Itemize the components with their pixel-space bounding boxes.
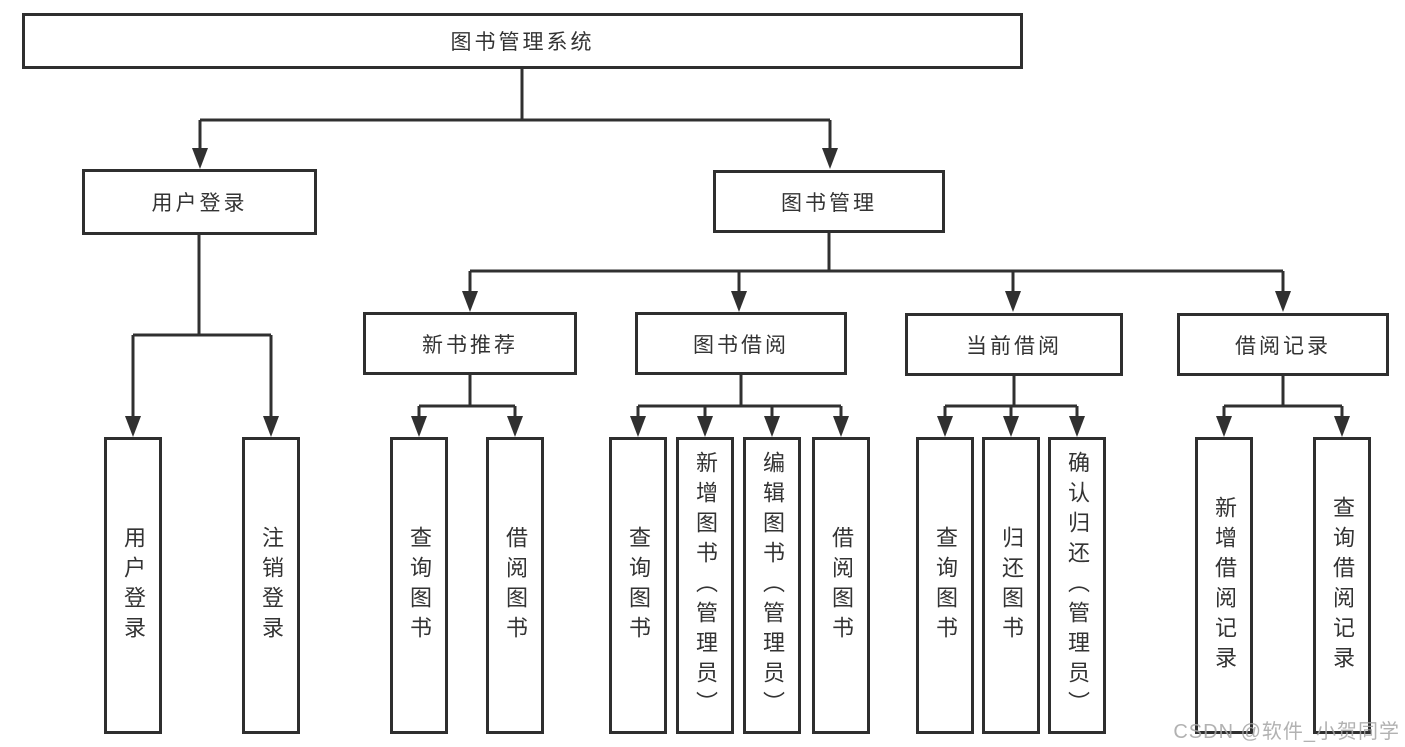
leaf-query-books-borrow: 查询图书 [609, 437, 667, 734]
node-new-book-recommend-label: 新书推荐 [422, 333, 518, 357]
node-root: 图书管理系统 [22, 13, 1023, 69]
leaf-query-borrow-record-label: 查询借阅记录 [1330, 495, 1355, 676]
leaf-return-books-label: 归还图书 [999, 525, 1024, 646]
csdn-watermark: CSDN @软件_小贺同学 [1173, 721, 1400, 743]
leaf-borrow-books-recommend: 借阅图书 [486, 437, 544, 734]
leaf-add-book-admin: 新增图书（管理员） [676, 437, 734, 734]
node-root-label: 图书管理系统 [450, 31, 595, 54]
leaf-user-login-label: 用户登录 [121, 525, 146, 646]
node-current-borrow-label: 当前借阅 [966, 334, 1062, 358]
leaf-query-borrow-record: 查询借阅记录 [1313, 437, 1371, 734]
leaf-add-borrow-record: 新增借阅记录 [1195, 437, 1253, 734]
leaf-confirm-return-admin-label: 确认归还（管理员） [1065, 450, 1090, 721]
node-current-borrow: 当前借阅 [905, 313, 1123, 376]
leaf-edit-book-admin-label: 编辑图书（管理员） [760, 450, 785, 721]
node-book-management-label: 图书管理 [781, 191, 877, 215]
leaf-confirm-return-admin: 确认归还（管理员） [1048, 437, 1106, 734]
node-user-login: 用户登录 [82, 169, 317, 235]
node-borrow-records: 借阅记录 [1177, 313, 1389, 376]
leaf-return-books: 归还图书 [982, 437, 1040, 734]
node-book-borrow-label: 图书借阅 [693, 333, 789, 357]
leaf-edit-book-admin: 编辑图书（管理员） [743, 437, 801, 734]
leaf-borrow-books-borrow-label: 借阅图书 [829, 525, 854, 646]
node-new-book-recommend: 新书推荐 [363, 312, 577, 375]
leaf-add-borrow-record-label: 新增借阅记录 [1212, 495, 1237, 676]
leaf-query-books-current: 查询图书 [916, 437, 974, 734]
leaf-query-books-recommend: 查询图书 [390, 437, 448, 734]
leaf-borrow-books-recommend-label: 借阅图书 [503, 525, 528, 646]
leaf-query-books-borrow-label: 查询图书 [626, 525, 651, 646]
node-book-management: 图书管理 [713, 170, 945, 233]
leaf-logout: 注销登录 [242, 437, 300, 734]
leaf-logout-label: 注销登录 [259, 525, 284, 646]
node-book-borrow: 图书借阅 [635, 312, 847, 375]
node-borrow-records-label: 借阅记录 [1235, 334, 1331, 358]
leaf-borrow-books-borrow: 借阅图书 [812, 437, 870, 734]
leaf-query-books-current-label: 查询图书 [933, 525, 958, 646]
leaf-add-book-admin-label: 新增图书（管理员） [693, 450, 718, 721]
leaf-user-login: 用户登录 [104, 437, 162, 734]
node-user-login-label: 用户登录 [151, 192, 248, 215]
leaf-query-books-recommend-label: 查询图书 [407, 525, 432, 646]
